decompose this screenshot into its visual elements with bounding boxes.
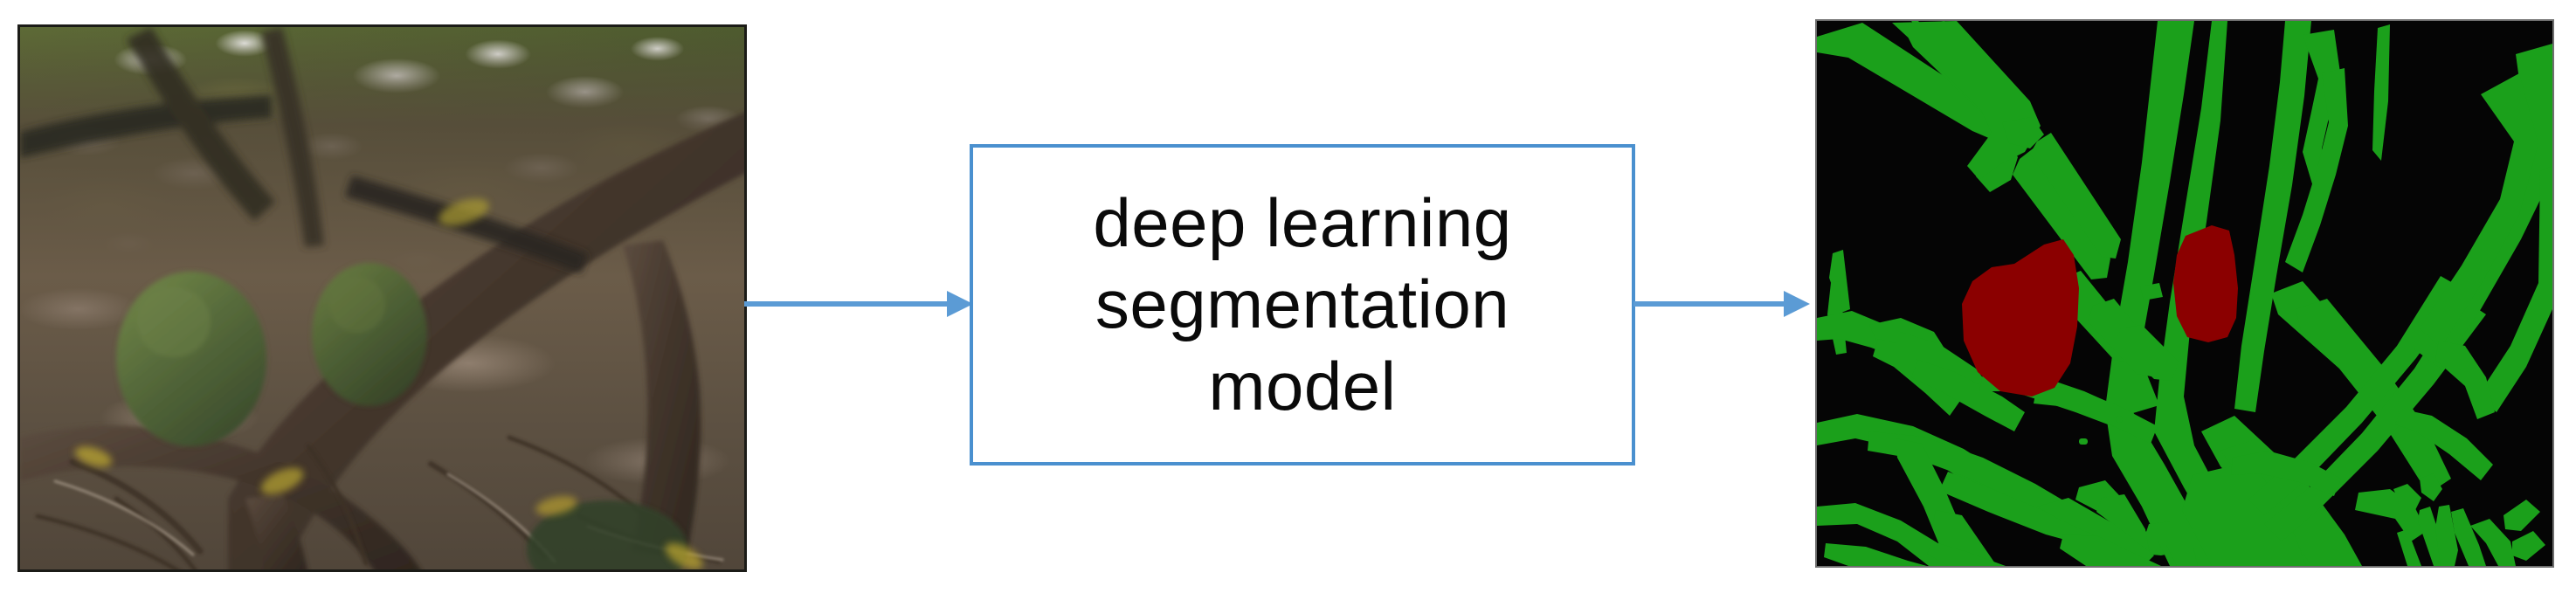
branch-seg-fleck-1 <box>2116 416 2123 423</box>
model-label-line-2: segmentation <box>1095 266 1510 343</box>
twig-6 <box>35 514 181 569</box>
branch-seg-right-hook-2 <box>2285 68 2348 272</box>
leaf-accent-4 <box>665 542 703 569</box>
guava-fruit-right-highlight <box>329 277 385 333</box>
branch-lower-sweep <box>20 425 421 569</box>
branch-seg-grass-tuft-4 <box>2512 531 2545 561</box>
branch-seg-fleck-4 <box>2140 283 2163 300</box>
model-label-line-1: deep learning <box>1093 183 1512 261</box>
fruit-seg-right <box>2173 225 2238 342</box>
input-photograph <box>17 24 747 572</box>
branch-seg-twig-center-5 <box>2060 534 2161 566</box>
branch-seg-grass-1 <box>2397 529 2421 566</box>
branch-upper-left <box>20 95 272 158</box>
twig-7 <box>306 444 369 566</box>
branch-upper-diagonal <box>127 27 275 221</box>
branch-seg-upper-wedge <box>1892 21 2041 180</box>
branch-seg-wedge-stub <box>2002 117 2044 148</box>
branch-seg-grass-tuft-1 <box>2393 484 2421 512</box>
output-segmentation-mask <box>1815 19 2554 568</box>
branch-seg-fleck-2 <box>2079 438 2088 445</box>
branch-seg-twig-center-3 <box>2037 498 2154 566</box>
arrow-input-to-model <box>744 286 973 321</box>
branch-seg-grass-tuft-2 <box>2420 473 2442 501</box>
branch-seg-bottom-left-stub <box>1824 543 1927 566</box>
branch-seg-central-trunk-right <box>2154 21 2254 566</box>
branch-upper-vertical <box>261 27 324 247</box>
branch-right-trunk <box>623 240 701 560</box>
branch-seg-right-descender <box>2234 21 2311 412</box>
guava-fruit-left-highlight <box>137 287 211 357</box>
mask-branch-class <box>1817 21 2552 566</box>
branch-seg-bottom-left-stub-2 <box>1927 541 2006 566</box>
leaf-accent-1 <box>260 467 304 495</box>
tree-branches-overlay <box>20 27 744 569</box>
branch-seg-thin-diag-2 <box>2030 133 2121 259</box>
branch-seg-left-cluster-5 <box>1911 360 2025 431</box>
branch-seg-radiate-horizontal-2 <box>2034 386 2158 444</box>
branch-seg-trunk-base <box>2182 461 2306 566</box>
branch-seg-grass-3 <box>2435 505 2458 566</box>
branch-seg-right-hook <box>2303 30 2341 187</box>
guava-fruit-bottom <box>527 500 687 569</box>
arrow-head <box>1784 291 1810 317</box>
branch-seg-right-twig-4 <box>2395 409 2493 480</box>
arrow-model-to-output <box>1633 286 1810 321</box>
segmentation-mask-graphic <box>1817 21 2552 566</box>
branch-seg-radiate-3 <box>2116 325 2179 381</box>
branch-seg-thin-diag-1 <box>2013 147 2110 279</box>
branch-seg-lowerleft-down <box>1932 510 1997 566</box>
branch-seg-lowerleft-horizontal <box>1817 503 1965 566</box>
branch-seg-right-twig-1 <box>2435 341 2495 419</box>
deep-learning-model-box: deep learning segmentation model <box>970 144 1635 466</box>
branch-mid-horizontal <box>345 176 588 273</box>
arrow-head <box>947 291 973 317</box>
branch-seg-right-twig-3 <box>2355 489 2427 541</box>
branch-seg-grass-5 <box>2470 519 2516 566</box>
branch-seg-right-twig-2 <box>2231 451 2341 496</box>
branch-seg-twig-center-4 <box>2145 521 2198 566</box>
branch-seg-grass-tuft-3 <box>2503 500 2540 531</box>
twig-2 <box>114 496 197 569</box>
model-label-line-3: model <box>1208 347 1397 424</box>
branch-seg-grass-4 <box>2451 508 2486 566</box>
twig-highlight-1 <box>53 479 195 556</box>
leaf-accent-2 <box>74 446 113 467</box>
branch-seg-right-thin-vertical <box>2372 24 2390 161</box>
leaf-accent-3 <box>535 496 577 515</box>
fruit-seg-left <box>1962 239 2079 397</box>
leaf-accent-5 <box>439 198 489 226</box>
mask-fruit-class <box>1962 225 2238 397</box>
branch-seg-x-arm-2 <box>2248 276 2465 515</box>
branch-main-limb <box>228 112 744 569</box>
branch-trunk-lower <box>245 493 307 569</box>
twig-1 <box>69 459 204 555</box>
twig-3 <box>428 461 547 559</box>
branch-seg-farright-leaf-2 <box>2420 73 2538 348</box>
branch-seg-topleft-thin <box>1817 23 2004 141</box>
